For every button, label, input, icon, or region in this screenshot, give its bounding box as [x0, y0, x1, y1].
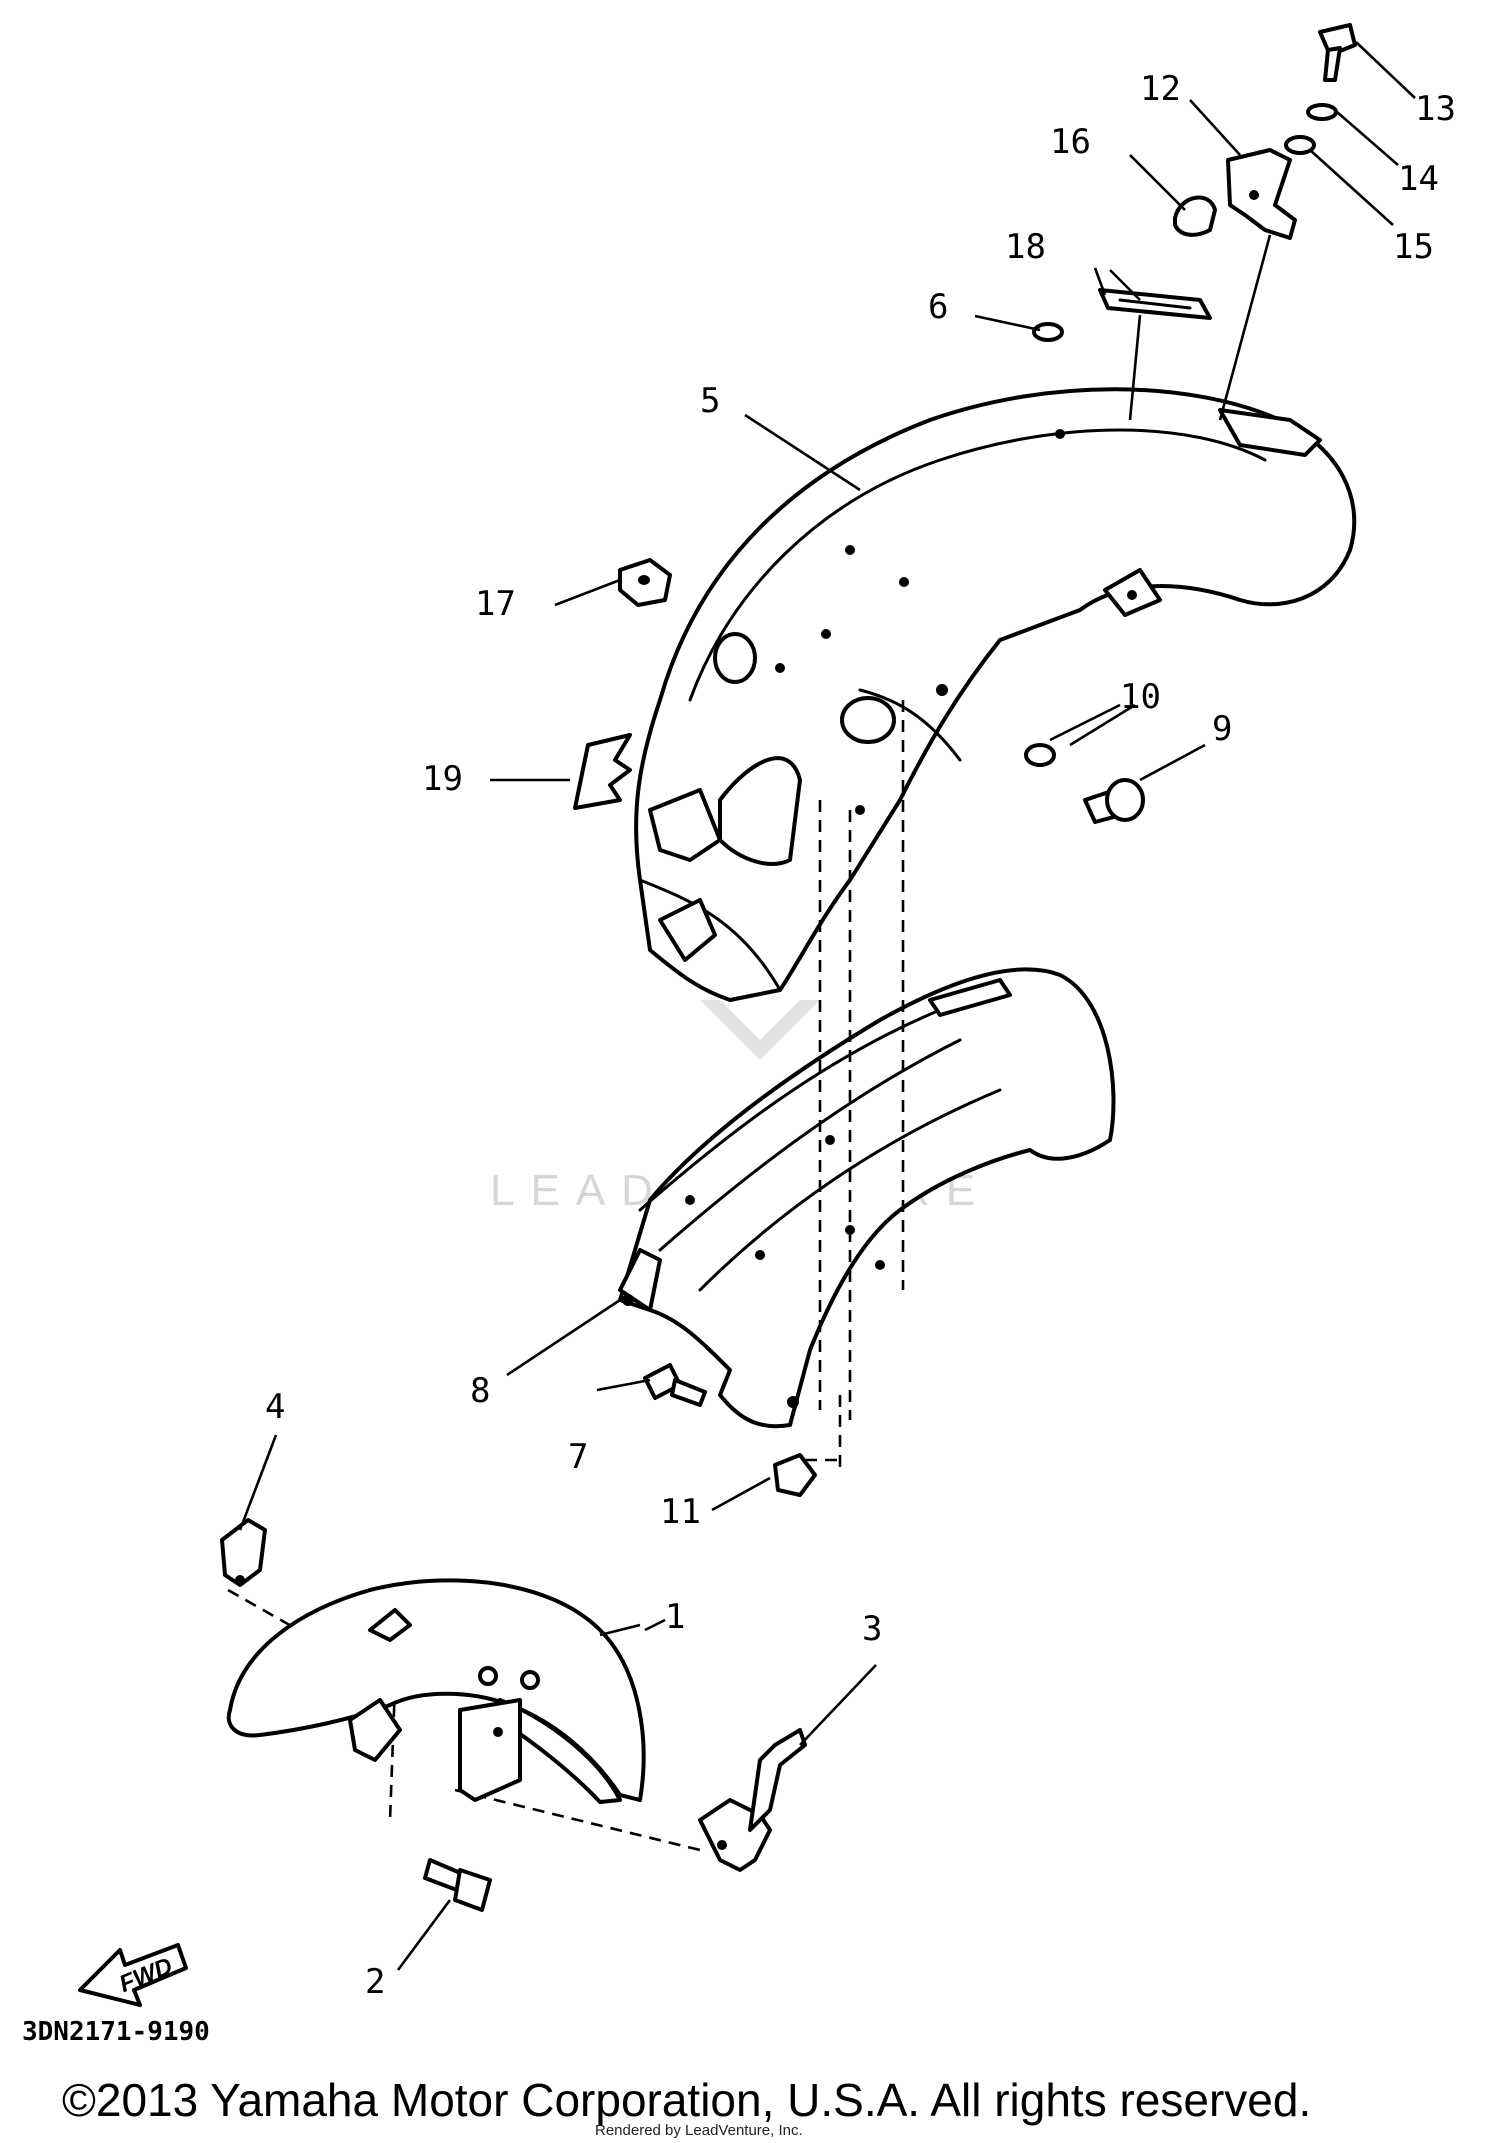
screw-13 — [1318, 23, 1357, 82]
callout-8: 8 — [470, 1371, 490, 1411]
bracket-12 — [1226, 148, 1297, 240]
bracket-3 — [698, 1728, 807, 1872]
washer-14 — [1306, 103, 1338, 121]
front-fender — [226, 1578, 646, 1804]
washer-10 — [1024, 743, 1056, 767]
washer-15 — [1284, 135, 1316, 155]
callout-12: 12 — [1140, 69, 1181, 109]
callout-2: 2 — [365, 1962, 385, 2002]
callout-5: 5 — [700, 381, 720, 421]
bolt-7 — [643, 1363, 707, 1407]
callout-7: 7 — [568, 1437, 588, 1477]
inner-fender — [618, 967, 1116, 1429]
washer-6 — [1032, 322, 1064, 342]
callout-4: 4 — [265, 1387, 285, 1427]
callout-3: 3 — [862, 1609, 882, 1649]
callout-10: 10 — [1120, 677, 1161, 717]
fwd-arrow-icon: FWD — [78, 1943, 188, 2007]
cap-nut-16 — [1173, 195, 1217, 237]
bolt-9 — [1083, 778, 1145, 824]
callout-1: 1 — [665, 1597, 685, 1637]
rear-fender — [634, 387, 1357, 1002]
label-19 — [573, 733, 632, 810]
callout-19: 19 — [422, 759, 463, 799]
render-credit: Rendered by LeadVenture, Inc. — [595, 2122, 803, 2139]
label-18 — [1098, 288, 1212, 320]
callout-11: 11 — [660, 1492, 701, 1532]
nut-11 — [773, 1453, 817, 1497]
callout-labels: 1 2 3 4 5 6 7 8 9 10 11 12 13 14 15 16 1… — [265, 69, 1456, 2002]
callout-9: 9 — [1212, 709, 1232, 749]
callout-16: 16 — [1050, 122, 1091, 162]
callout-14: 14 — [1398, 159, 1439, 199]
callout-13: 13 — [1415, 89, 1456, 129]
callout-6: 6 — [928, 287, 948, 327]
callout-18: 18 — [1005, 227, 1046, 267]
leader-lines — [238, 41, 1416, 1971]
copyright-notice: ©2013 Yamaha Motor Corporation, U.S.A. A… — [62, 2074, 1311, 2126]
callout-15: 15 — [1393, 227, 1434, 267]
callout-17: 17 — [475, 584, 516, 624]
grommet-17 — [618, 558, 672, 607]
diagram-code: 3DN2171-9190 — [22, 2017, 210, 2047]
bracket-4 — [220, 1518, 267, 1587]
bolt-2 — [423, 1858, 492, 1912]
